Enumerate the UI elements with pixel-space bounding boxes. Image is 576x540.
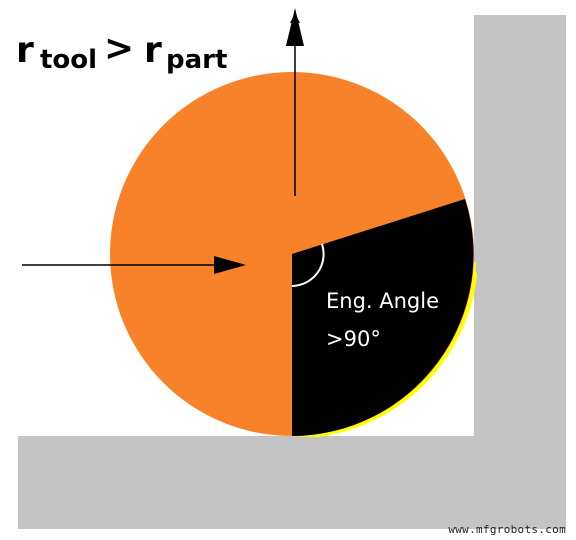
title-r-tool: r <box>16 30 34 71</box>
angle-arc <box>291 243 325 287</box>
title-comparator: > <box>104 28 134 69</box>
title-r-part: r <box>144 30 162 71</box>
engagement-sector <box>292 199 474 436</box>
vertical-arrowhead <box>286 8 304 46</box>
part-floor <box>18 436 566 529</box>
feed-arrowhead <box>214 256 246 274</box>
watermark: www.mfgrobots.com <box>448 523 566 536</box>
title-tool-subscript: tool <box>40 45 97 75</box>
title-part-subscript: part <box>166 45 227 75</box>
angle-label-line2: >90° <box>326 327 381 351</box>
angle-label-line1: Eng. Angle <box>326 289 439 313</box>
title: r tool > r part <box>16 28 227 75</box>
